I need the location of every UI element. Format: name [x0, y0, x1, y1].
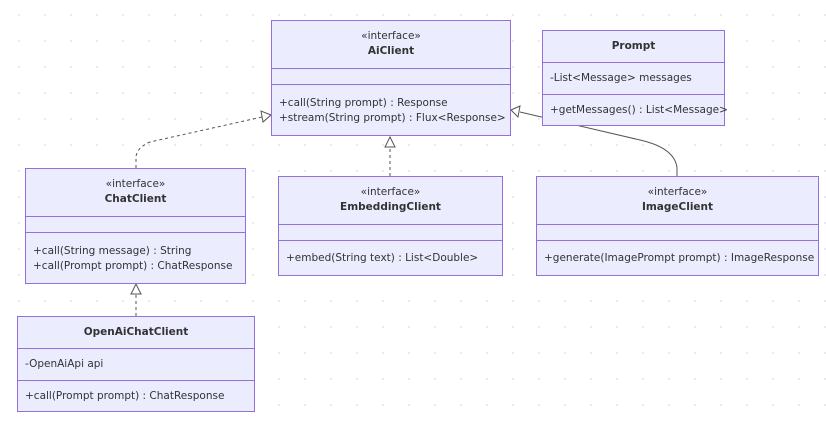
arrowhead-openaichatclient-chatclient: [130, 282, 142, 295]
attributes-section: [26, 217, 245, 233]
class-embeddingclient[interactable]: «interface» EmbeddingClient +embed(Strin…: [278, 176, 503, 276]
method-line: +embed(String text) : List<Double>: [286, 252, 479, 264]
class-name: OpenAiChatClient: [83, 326, 189, 338]
edge-chatclient-aiclient: [135, 116, 263, 168]
arrowhead-embeddingclient-aiclient: [384, 135, 396, 148]
class-name: EmbeddingClient: [340, 201, 441, 213]
method-line: +getMessages() : List<Message>: [550, 104, 728, 116]
edge-imageclient-aiclient: [519, 111, 678, 176]
methods-section: +embed(String text) : List<Double>: [279, 241, 502, 266]
class-chatclient[interactable]: «interface» ChatClient +call(String mess…: [25, 168, 246, 284]
class-name: ImageClient: [641, 201, 714, 213]
class-header: Prompt: [543, 31, 724, 63]
stereotype-label: «interface»: [361, 30, 421, 42]
stereotype-label: «interface»: [105, 178, 166, 190]
methods-section: +getMessages() : List<Message>: [543, 95, 728, 118]
methods-section: +call(Prompt prompt) : ChatResponse: [18, 381, 254, 404]
stereotype-label: «interface»: [647, 186, 708, 198]
method-line: +call(Prompt prompt) : ChatResponse: [33, 260, 233, 272]
class-header: «interface» ImageClient: [537, 177, 818, 225]
class-header: OpenAiChatClient: [18, 317, 254, 349]
class-name: Prompt: [611, 40, 656, 52]
attributes-section: [537, 225, 818, 241]
arrowhead-chatclient-aiclient: [260, 110, 272, 123]
attributes-section: -OpenAiApi api: [18, 349, 254, 381]
method-line: +call(String message) : String: [33, 245, 192, 257]
class-name: ChatClient: [104, 193, 167, 205]
class-openaichatclient[interactable]: OpenAiChatClient -OpenAiApi api +call(Pr…: [17, 316, 255, 412]
class-imageclient[interactable]: «interface» ImageClient +generate(ImageP…: [536, 176, 819, 276]
arrowhead-imageclient-aiclient: [510, 105, 521, 119]
attribute-line: -OpenAiApi api: [25, 358, 104, 370]
attributes-section: [279, 225, 502, 241]
methods-section: +call(String message) : String +call(Pro…: [26, 233, 245, 274]
class-header: «interface» AiClient: [272, 21, 510, 69]
stereotype-label: «interface»: [360, 186, 421, 198]
methods-section: +call(String prompt) : Response +stream(…: [272, 85, 510, 126]
class-prompt[interactable]: Prompt -List<Message> messages +getMessa…: [542, 30, 728, 126]
method-line: +generate(ImagePrompt prompt) : ImageRes…: [544, 252, 815, 264]
attributes-section: [272, 69, 510, 85]
method-line: +stream(String prompt) : Flux<Response>: [279, 112, 506, 124]
attributes-section: -List<Message> messages: [543, 63, 724, 95]
class-header: «interface» ChatClient: [26, 169, 245, 217]
attribute-line: -List<Message> messages: [550, 72, 692, 84]
class-name: AiClient: [367, 45, 415, 57]
method-line: +call(String prompt) : Response: [279, 97, 448, 109]
methods-section: +generate(ImagePrompt prompt) : ImageRes…: [537, 241, 818, 266]
method-line: +call(Prompt prompt) : ChatResponse: [25, 390, 225, 402]
class-header: «interface» EmbeddingClient: [279, 177, 502, 225]
class-aiclient[interactable]: «interface» AiClient +call(String prompt…: [271, 20, 511, 136]
